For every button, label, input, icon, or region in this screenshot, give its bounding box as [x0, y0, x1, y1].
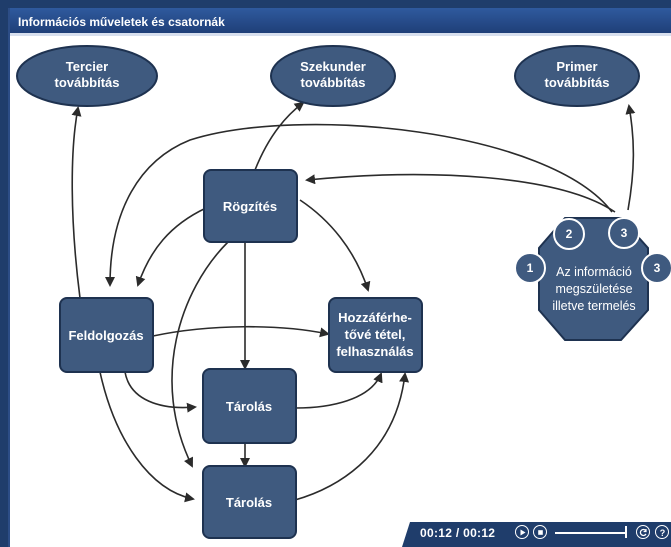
play-button[interactable]: [515, 525, 529, 539]
stop-icon: [537, 529, 543, 535]
time-display: 00:12 / 00:12: [420, 526, 496, 540]
stop-button[interactable]: [533, 525, 547, 539]
node-szekunder-line1: Szekunder: [300, 59, 366, 74]
node-hozzaferhetove-line2: tővé tétel,: [345, 327, 406, 342]
replay-icon: [639, 528, 647, 536]
play-icon: [520, 529, 526, 535]
node-tercier: Tercier továbbítás: [16, 45, 158, 107]
badge-1: 1: [514, 252, 546, 284]
svg-text:2: 2: [566, 227, 573, 241]
badge-3-top: 3: [608, 217, 640, 249]
node-tercier-line2: továbbítás: [54, 75, 119, 90]
node-rogzites: Rögzítés: [203, 169, 298, 243]
connector-arrows: [71, 101, 636, 503]
svg-text:3: 3: [621, 226, 628, 240]
node-primer-line1: Primer: [556, 59, 597, 74]
node-primer-line2: továbbítás: [544, 75, 609, 90]
node-hozzaferhetove-line1: Hozzáférhe-: [338, 310, 412, 325]
node-source-line2: megszületése: [555, 282, 632, 296]
badge-3-right: 3: [641, 252, 671, 284]
badge-2: 2: [553, 218, 585, 250]
node-tercier-line1: Tercier: [66, 59, 108, 74]
node-tarolas-2-label: Tárolás: [226, 495, 272, 510]
seek-knob[interactable]: [625, 526, 627, 538]
svg-text:1: 1: [527, 261, 534, 275]
replay-button[interactable]: [636, 525, 650, 539]
node-hozzaferhetove: Hozzáférhe- tővé tétel, felhasználás: [328, 297, 423, 373]
svg-text:?: ?: [659, 528, 665, 538]
node-tarolas-1: Tárolás: [202, 368, 297, 444]
svg-text:3: 3: [654, 261, 661, 275]
node-tarolas-2: Tárolás: [202, 465, 297, 539]
help-button[interactable]: ?: [655, 525, 669, 539]
node-hozzaferhetove-line3: felhasználás: [336, 344, 413, 359]
node-source-line3: illetve termelés: [552, 299, 635, 313]
node-primer: Primer továbbítás: [514, 45, 640, 107]
node-feldolgozas: Feldolgozás: [59, 297, 154, 373]
help-icon: ?: [659, 528, 665, 538]
node-tarolas-1-label: Tárolás: [226, 399, 272, 414]
node-szekunder-line2: továbbítás: [300, 75, 365, 90]
node-szekunder: Szekunder továbbítás: [270, 45, 396, 107]
node-rogzites-label: Rögzítés: [223, 199, 277, 214]
node-source-line1: Az információ: [556, 265, 632, 279]
seek-bar[interactable]: [555, 532, 625, 534]
window-title: Információs műveletek és csatornák: [10, 8, 671, 36]
node-feldolgozas-label: Feldolgozás: [68, 328, 143, 343]
